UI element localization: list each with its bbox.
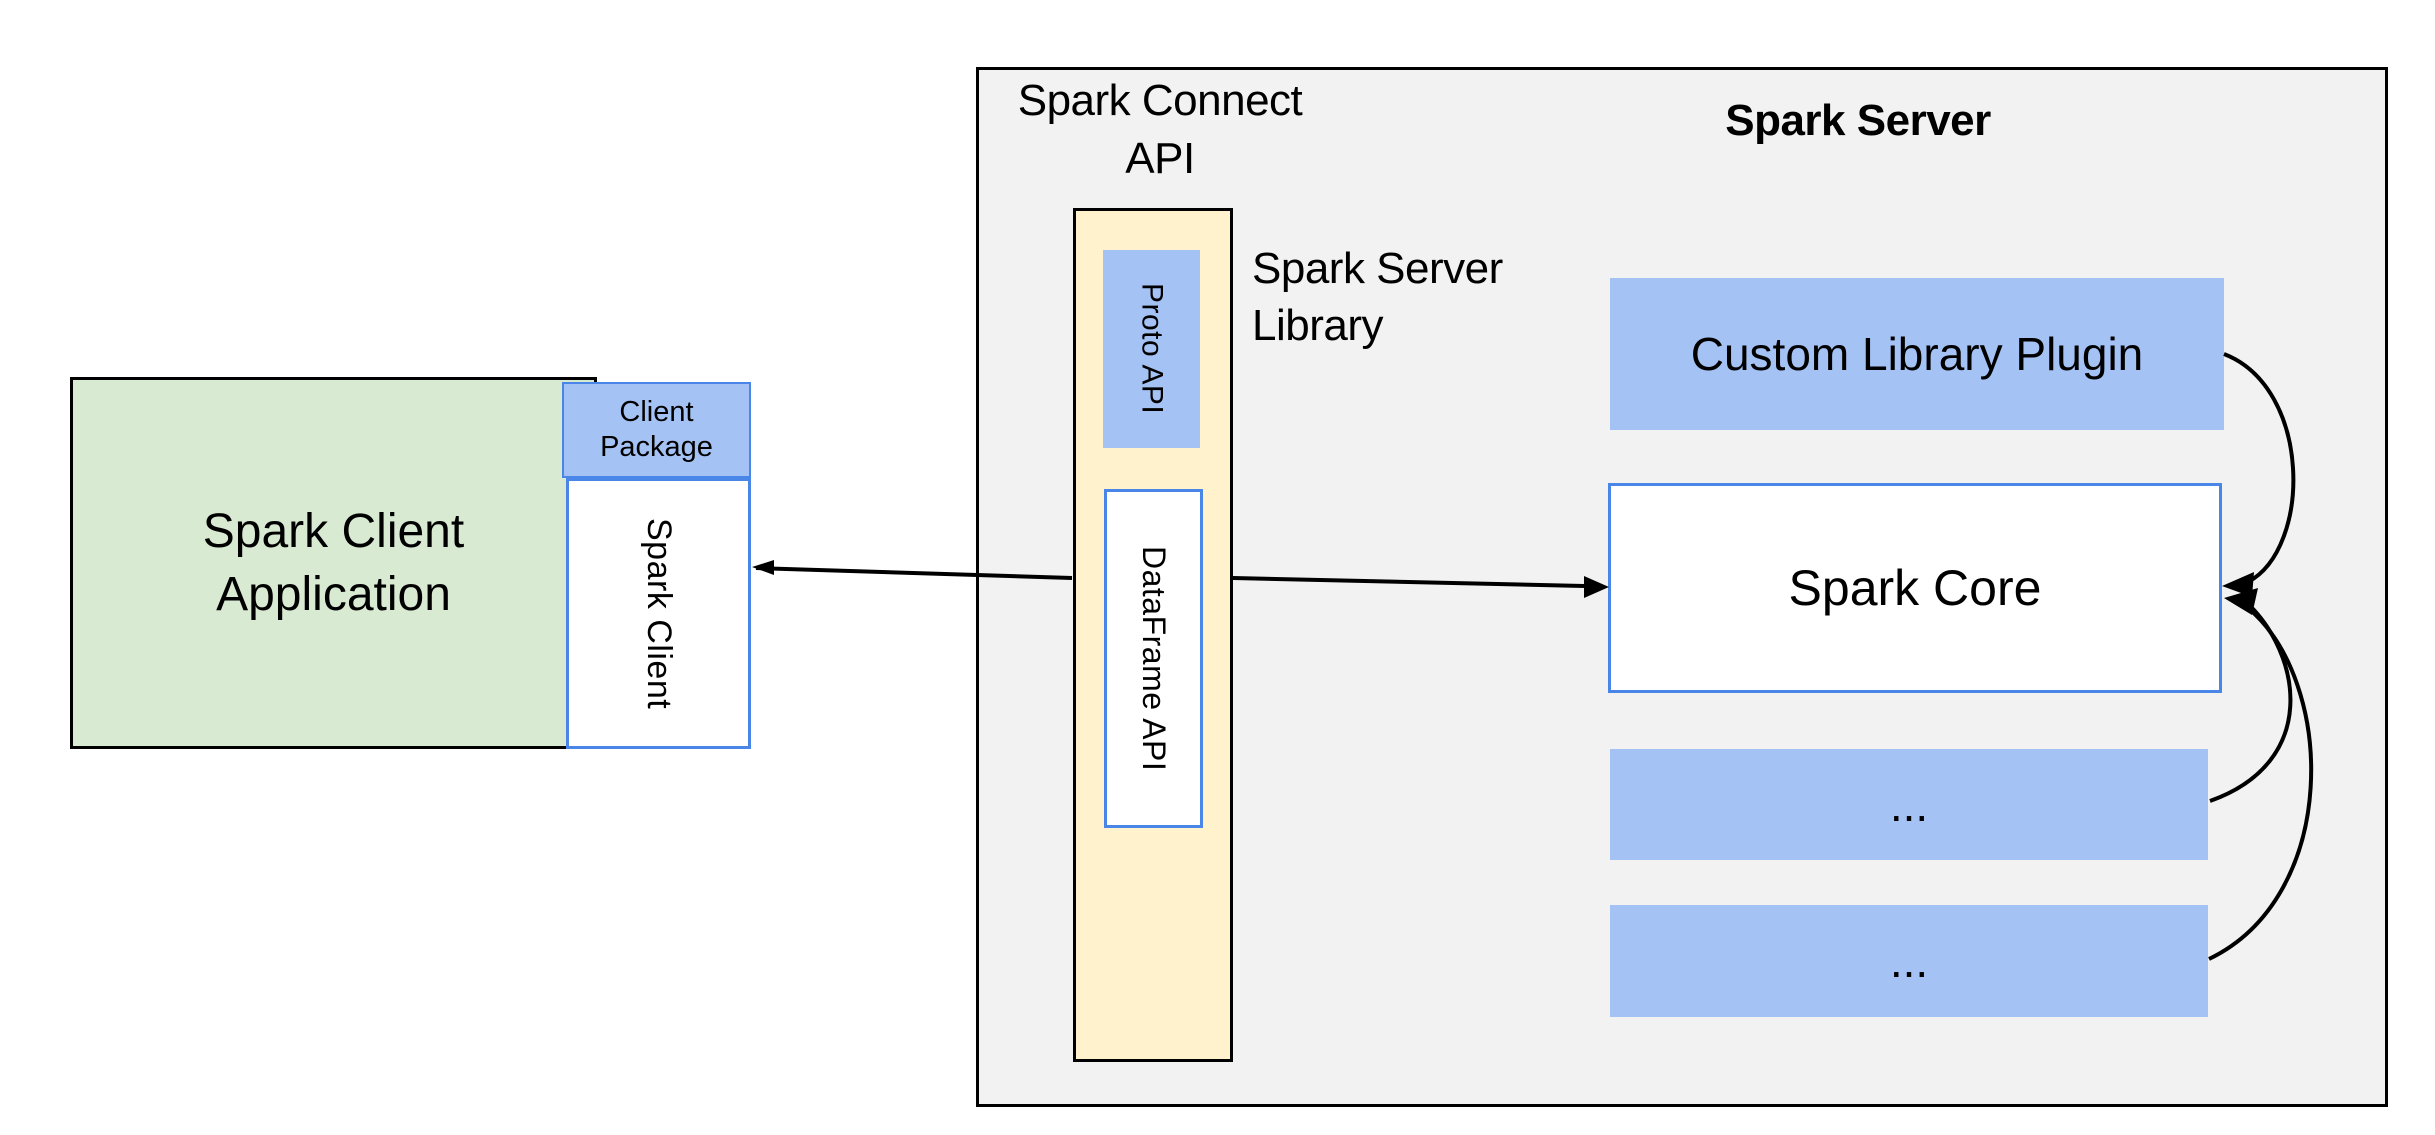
spark-client-application-label: Spark Client Application: [202, 504, 465, 621]
spark-connect-api-label: Spark Connect API: [1017, 76, 1303, 184]
dataframe-api-label: DataFrame API: [1136, 545, 1172, 772]
spark-client-application-box: Spark Client Application: [70, 377, 597, 749]
spark-core-box: Spark Core: [1608, 483, 2222, 693]
spark-client-label: Spark Client: [640, 517, 678, 710]
custom-library-plugin-box: Custom Library Plugin: [1610, 278, 2224, 430]
spark-server-title: Spark Server: [1725, 96, 1991, 145]
spark-server-library-label: Spark Server Library: [1252, 244, 1503, 351]
proto-api-label: Proto API: [1135, 283, 1169, 415]
spark-client-box: Spark Client: [566, 478, 751, 749]
module-placeholder-label-2: ...: [1889, 935, 1929, 987]
module-placeholder-box-1: ...: [1610, 749, 2208, 860]
client-package-label: Client Package: [600, 396, 713, 463]
module-placeholder-box-2: ...: [1610, 905, 2208, 1017]
dataframe-api-box: DataFrame API: [1104, 489, 1203, 828]
client-package-box: Client Package: [562, 382, 751, 478]
proto-api-box: Proto API: [1103, 250, 1200, 448]
custom-library-plugin-label: Custom Library Plugin: [1690, 328, 2144, 380]
module-placeholder-label-1: ...: [1889, 778, 1929, 831]
spark-core-label: Spark Core: [1788, 560, 2042, 616]
